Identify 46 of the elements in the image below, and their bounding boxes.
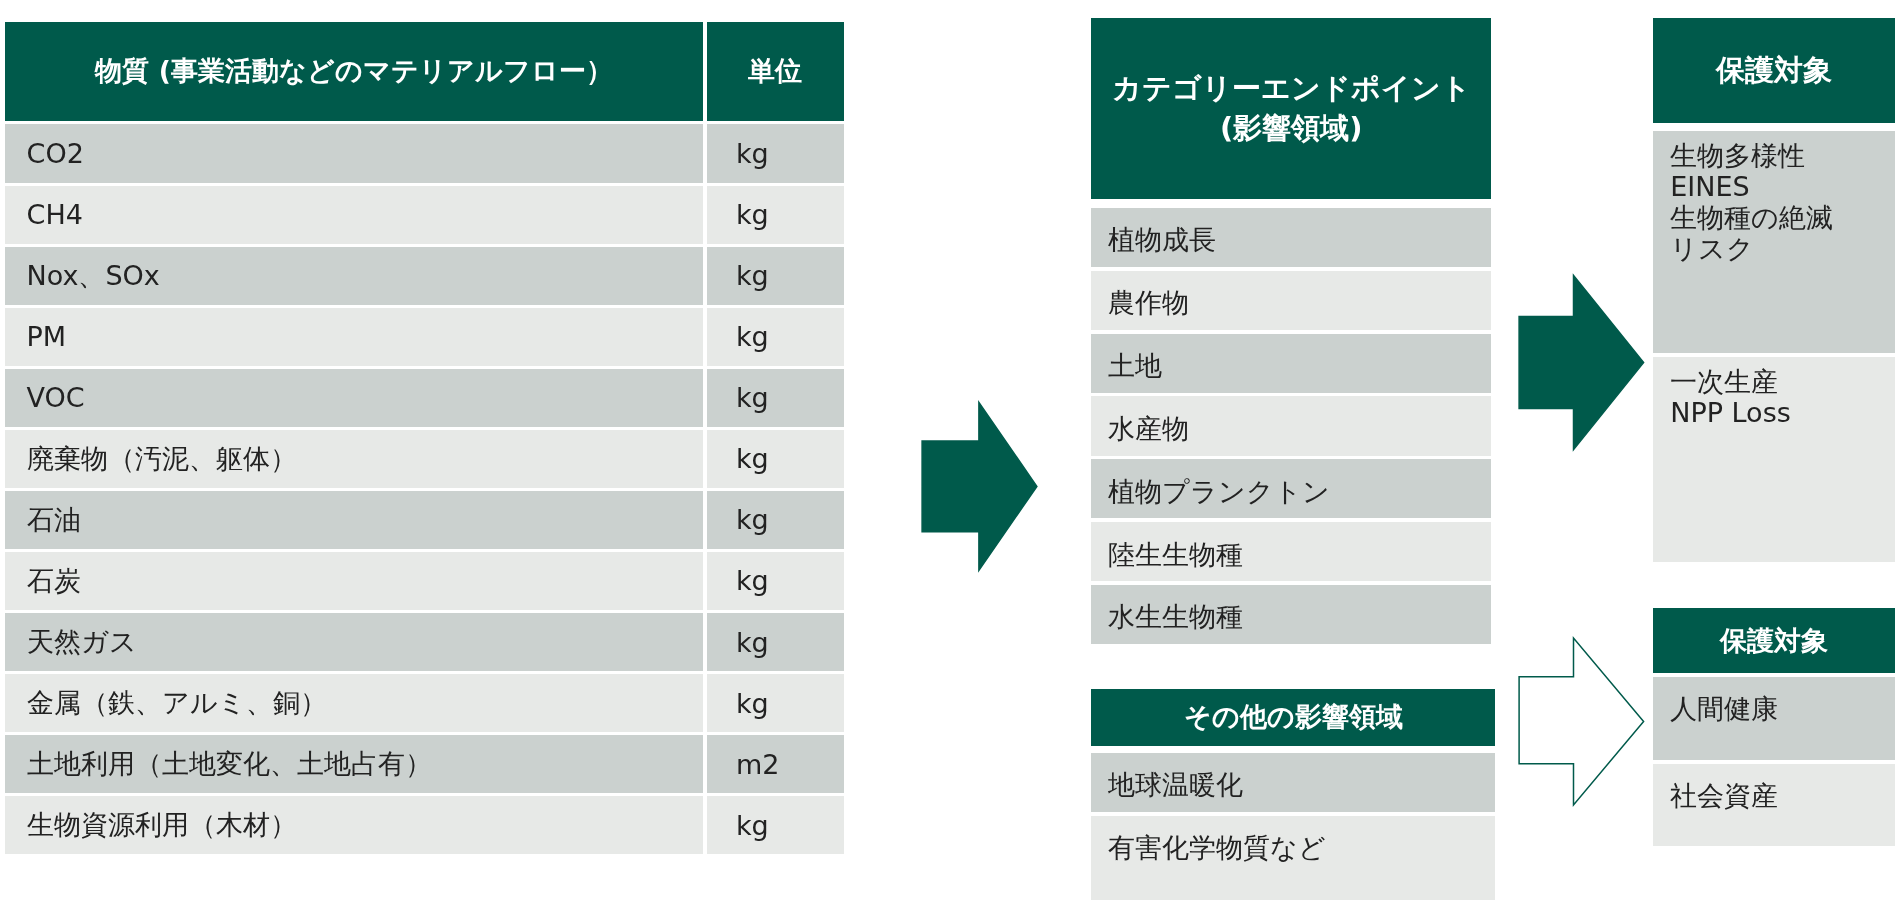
- list-item: 地球温暖化: [1091, 752, 1495, 813]
- table-cell: kg: [707, 124, 844, 184]
- list-item: 農作物: [1091, 270, 1492, 330]
- table-cell: kg: [707, 795, 844, 855]
- list-item: 植物成長: [1091, 207, 1492, 268]
- table-cell: Nox、SOx: [4, 246, 704, 306]
- list-item: 水産物: [1091, 396, 1492, 456]
- table-cell: m2: [707, 734, 844, 794]
- table-cell: 廃棄物（汚泥、躯体）: [4, 429, 704, 489]
- table-header: 単位: [707, 21, 844, 121]
- panel-header: カテゴリーエンドポイント (影響領域): [1091, 18, 1492, 200]
- table-cell: kg: [707, 429, 844, 489]
- table-cell: 石油: [4, 490, 704, 550]
- list-item: 人間健康: [1653, 676, 1895, 761]
- table-cell: kg: [707, 673, 844, 733]
- table-cell: 天然ガス: [4, 612, 704, 672]
- list-item: 一次生産 NPP Loss: [1653, 356, 1895, 562]
- block-arrow: [1518, 636, 1645, 807]
- list-item: 生物多様性 EINES 生物種の絶滅リスク: [1653, 130, 1895, 353]
- panel-header: その他の影響領域: [1091, 688, 1495, 746]
- table-cell: kg: [707, 307, 844, 367]
- table-cell: 土地利用（土地変化、土地占有）: [4, 734, 704, 794]
- table-cell: kg: [707, 185, 844, 245]
- table-cell: VOC: [4, 368, 704, 428]
- table-cell: kg: [707, 490, 844, 550]
- table-header: 物質 (事業活動などのマテリアルフロー）: [4, 21, 704, 121]
- table-cell: CO2: [4, 124, 704, 184]
- table-cell: kg: [707, 368, 844, 428]
- table-cell: 生物資源利用（木材）: [4, 795, 704, 855]
- table-cell: kg: [707, 246, 844, 306]
- list-item: 土地: [1091, 333, 1492, 393]
- table-cell: kg: [707, 551, 844, 611]
- list-item: 有害化学物質など: [1091, 815, 1495, 901]
- list-item: 陸生生物種: [1091, 522, 1492, 582]
- list-item: 植物プランクトン: [1091, 459, 1492, 519]
- table-cell: 金属（鉄、アルミ、銅）: [4, 673, 704, 733]
- table-cell: kg: [707, 612, 844, 672]
- list-item: 社会資産: [1653, 763, 1895, 846]
- table-cell: 石炭: [4, 551, 704, 611]
- table-cell: PM: [4, 307, 704, 367]
- list-item: 水生生物種: [1091, 584, 1492, 645]
- panel-header: 保護対象: [1653, 18, 1895, 124]
- block-arrow: [921, 400, 1038, 573]
- panel-header: 保護対象: [1653, 607, 1895, 674]
- table-cell: CH4: [4, 185, 704, 245]
- block-arrow: [1518, 273, 1645, 452]
